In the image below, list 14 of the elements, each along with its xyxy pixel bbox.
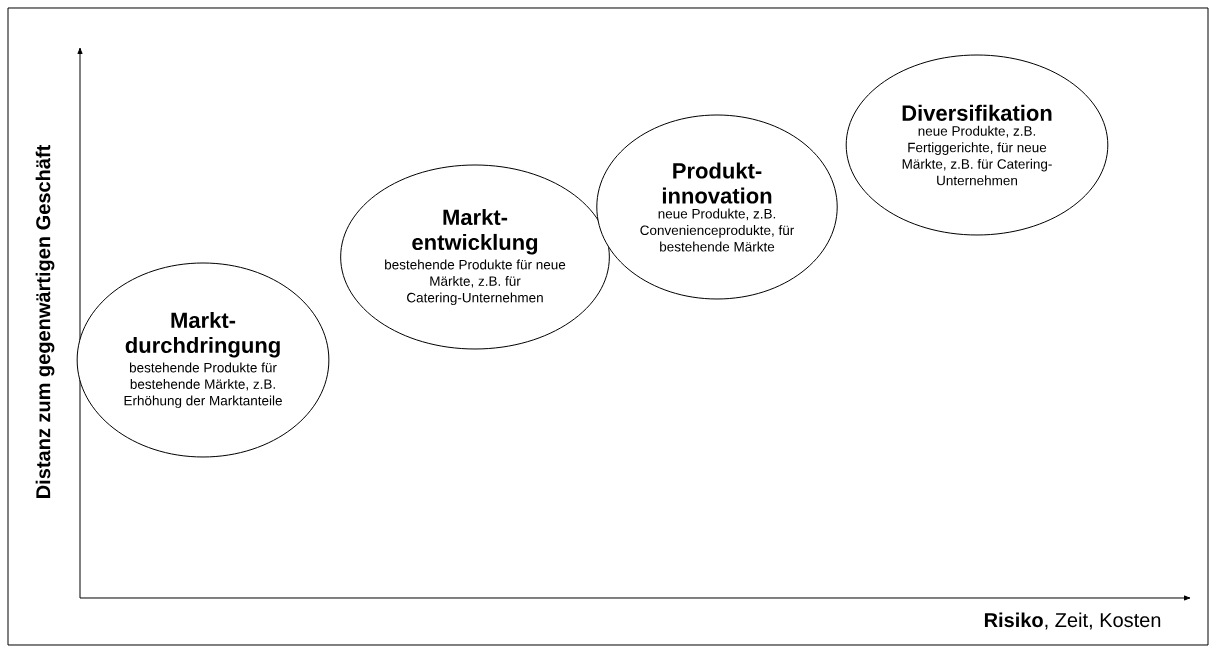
ellipse-text: neue Produkte, z.B. Convenienceprodukte, für bestehende Märkte <box>640 208 795 252</box>
ellipse-heading: Produkt- innovation <box>662 162 772 204</box>
ellipse-text: bestehende Produkte für bestehende Märkte, z.B. Erhöhung der Marktanteile <box>124 362 282 409</box>
ellipse <box>340 164 610 350</box>
axis-label: Risiko, Zeit, Kosten <box>984 612 1161 630</box>
ellipse <box>845 54 1109 236</box>
ellipse-heading: Diversifikation <box>902 104 1052 121</box>
ellipse-text: neue Produkte, z.B. Fertiggerichte, für neue Märkte, z.B. für Catering- Unternehmen <box>902 125 1052 186</box>
ellipse-heading: Markt- durchdringung <box>125 311 280 358</box>
ellipse-heading: Markt- entwicklung <box>412 208 538 255</box>
ellipse <box>596 114 838 300</box>
ellipse-text: bestehende Produkte für neue Märkte, z.B. für Catering-Unternehmen <box>385 259 566 306</box>
axis-label: Distanz zum gegenwärtigen Geschäft <box>35 145 55 498</box>
ellipse <box>76 262 330 458</box>
